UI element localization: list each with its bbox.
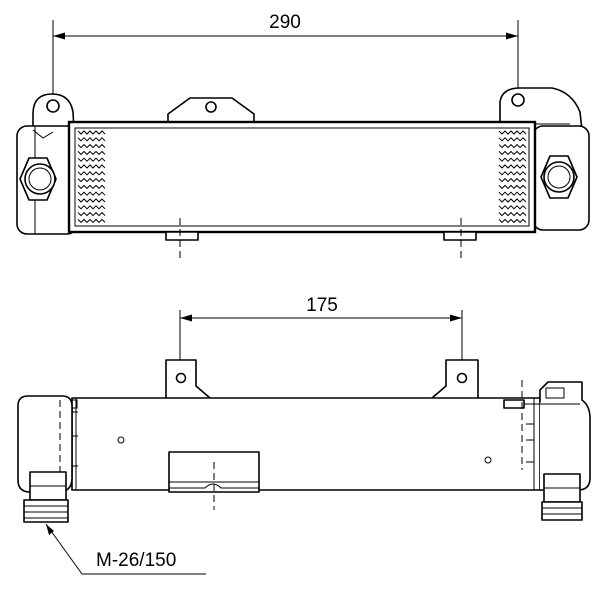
fin-row (77, 191, 106, 196)
fin-row (77, 137, 106, 142)
side-body (71, 397, 541, 491)
fin-row (77, 177, 106, 183)
dimension-175-label: 175 (306, 295, 338, 316)
fin-row (498, 171, 527, 176)
fin-row (77, 184, 106, 190)
fin-row (498, 184, 527, 190)
thread-spec-label: M-26/150 (96, 550, 176, 571)
fin-row (77, 143, 106, 149)
core-fins-right (498, 130, 527, 224)
fin-row (77, 211, 106, 217)
side-mount-tab-right (431, 359, 479, 399)
thread-callout: M-26/150 (45, 523, 206, 575)
top-view-foot-right (443, 231, 477, 241)
side-mount-tab-left (165, 359, 211, 399)
fin-row (498, 164, 527, 169)
top-view: 290 (16, 12, 590, 258)
top-view-foot-left (165, 231, 199, 241)
fin-row (498, 143, 527, 149)
dimension-290: 290 (52, 12, 519, 112)
fin-row (498, 150, 527, 156)
cooler-core (67, 120, 537, 234)
core-fins-left (77, 130, 106, 224)
fin-row (77, 157, 106, 162)
side-left-end (17, 395, 78, 523)
right-end-cap (499, 87, 590, 231)
side-view: 175 (17, 295, 591, 575)
fin-row (77, 198, 106, 203)
dimension-290-label: 290 (269, 12, 301, 33)
fin-row (77, 164, 106, 169)
fin-row (77, 218, 106, 224)
side-center-bracket (168, 451, 260, 510)
fin-row (498, 137, 527, 142)
fin-row (498, 198, 527, 203)
fin-row (498, 130, 527, 135)
fin-row (77, 171, 106, 176)
dimension-175: 175 (179, 295, 463, 362)
fin-row (498, 157, 527, 162)
fin-row (77, 150, 106, 156)
fin-row (498, 211, 527, 217)
side-right-end (503, 380, 591, 521)
fin-row (498, 205, 527, 210)
fin-row (77, 130, 106, 135)
fin-row (498, 191, 527, 196)
fin-row (498, 218, 527, 224)
fin-row (498, 177, 527, 183)
fin-row (77, 205, 106, 210)
